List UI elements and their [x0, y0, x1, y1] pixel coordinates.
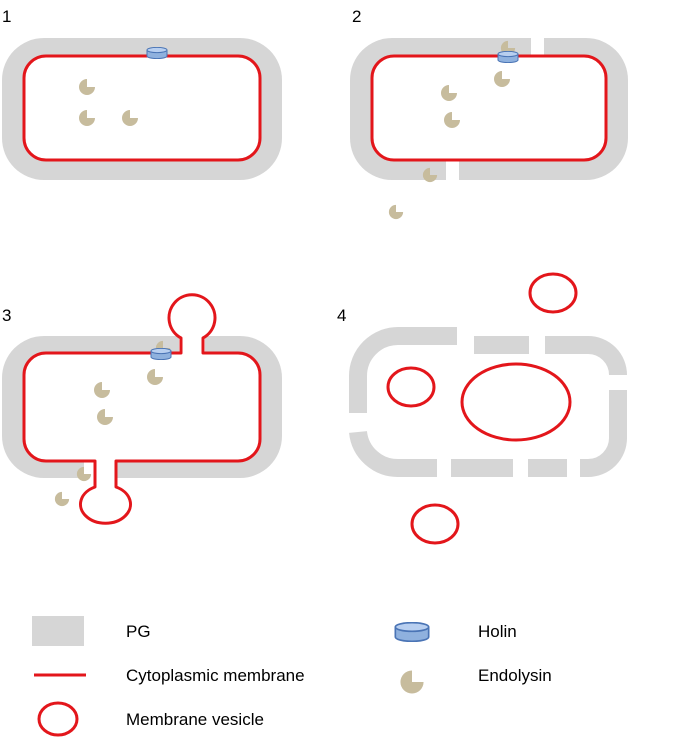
cytoplasmic-membrane-budding: [22, 293, 262, 525]
panel-number-4: 4: [337, 306, 346, 325]
pg-fragment: [349, 327, 457, 413]
legend-pg-swatch: [32, 616, 84, 646]
pg-fragment: [580, 390, 627, 477]
cytoplasmic-membrane: [22, 54, 262, 162]
membrane-vesicle: [460, 362, 572, 442]
legend-holin-label: Holin: [478, 622, 517, 641]
legend-pg-label: PG: [126, 622, 151, 641]
membrane-vesicle: [528, 272, 578, 314]
panel-number-3: 3: [2, 306, 11, 325]
pg-fragment: [349, 430, 437, 478]
endolysin-icon: [400, 670, 424, 694]
legend-endolysin-label: Endolysin: [478, 666, 552, 685]
endolysin-icon: [54, 491, 70, 507]
pg-gap: [446, 160, 459, 186]
cytoplasmic-membrane: [370, 54, 608, 162]
endolysin-icon: [388, 204, 404, 220]
membrane-vesicle: [410, 503, 460, 545]
legend-membrane-label: Cytoplasmic membrane: [126, 666, 305, 685]
holin-icon: [497, 51, 519, 63]
legend-vesicle-swatch: [37, 701, 79, 737]
panel-number-1: 1: [2, 7, 11, 26]
membrane-vesicle: [386, 366, 436, 408]
panel-1: 1: [2, 7, 282, 180]
panel-2: 2: [350, 7, 628, 220]
panel-4: 4: [337, 272, 627, 545]
holin-icon: [394, 622, 430, 642]
panel-number-2: 2: [352, 7, 361, 26]
panel-3: 3: [2, 293, 282, 525]
holin-icon: [146, 47, 168, 59]
legend-vesicle-label: Membrane vesicle: [126, 710, 264, 729]
holin-icon: [150, 348, 172, 360]
pg-gap: [531, 32, 544, 56]
pg-fragment: [545, 336, 627, 376]
legend: PG Cytoplasmic membrane Membrane vesicle…: [32, 616, 552, 737]
